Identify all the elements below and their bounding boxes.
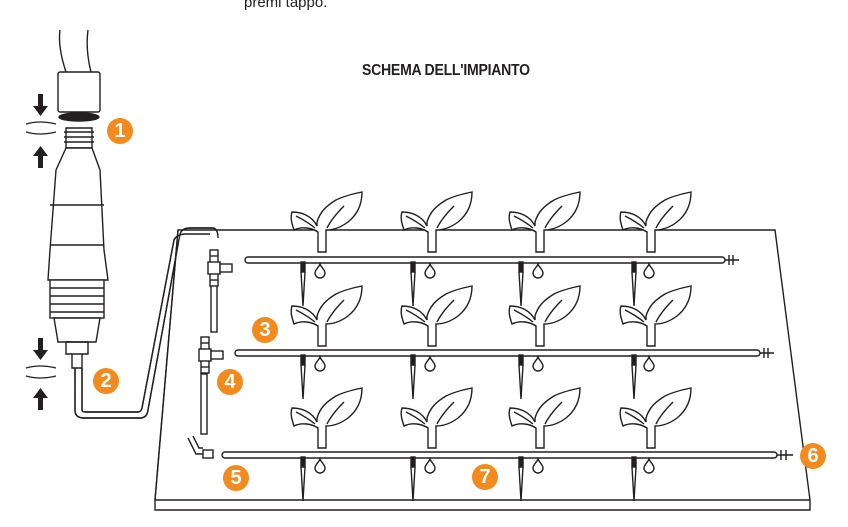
distribution-pipes — [187, 249, 233, 459]
drip-lines — [221, 255, 793, 460]
diagram-title: SCHEMA DELL'IMPIANTO — [362, 62, 530, 79]
callout-6: 6 — [800, 443, 826, 469]
callout-3: 3 — [252, 317, 278, 343]
push-arrows-icon — [33, 94, 48, 410]
callout-4: 4 — [217, 369, 243, 395]
caption-text: premi tappo. — [244, 0, 328, 11]
tap-connector — [47, 29, 109, 369]
callout-7: 7 — [472, 464, 498, 490]
callout-1: 1 — [107, 118, 133, 144]
callout-5: 5 — [223, 465, 249, 491]
callout-2: 2 — [93, 368, 119, 394]
